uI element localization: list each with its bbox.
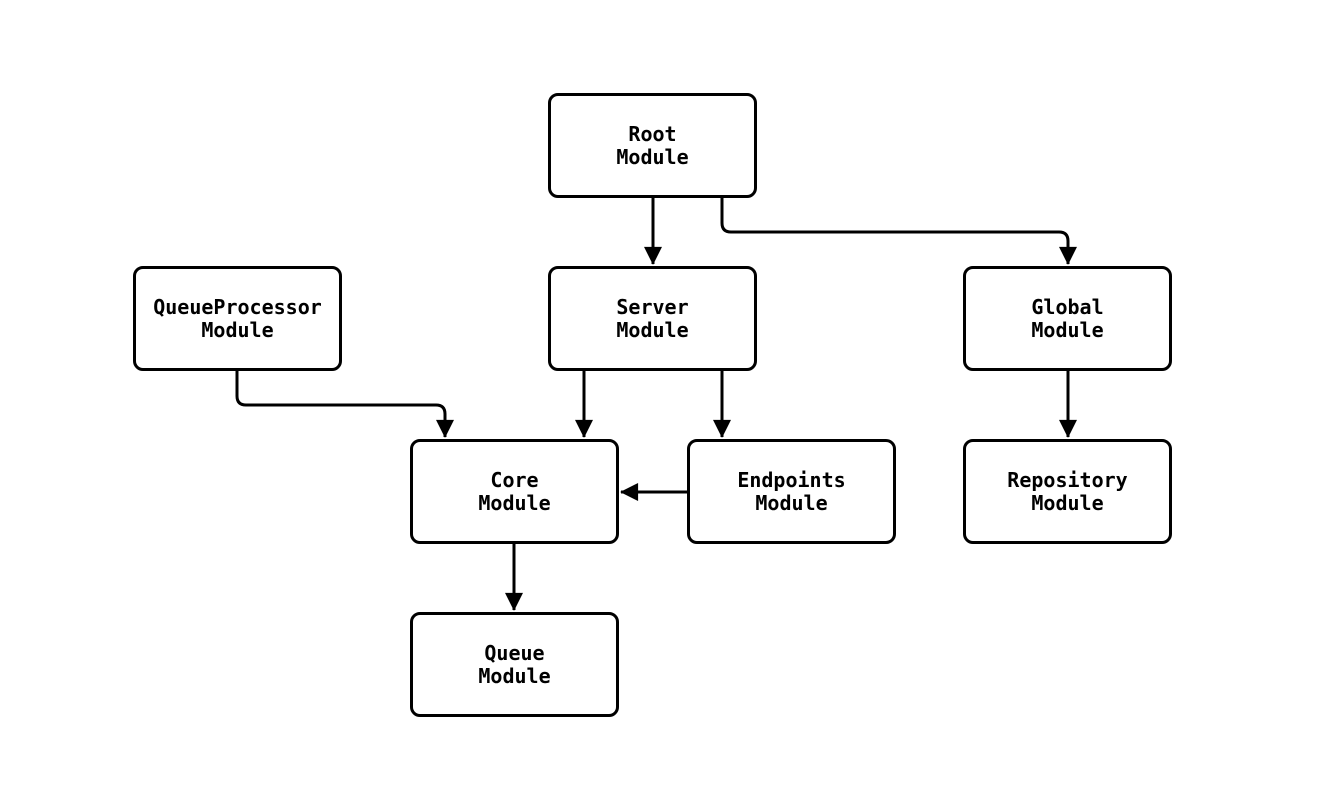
node-label-line: Repository [1007, 467, 1128, 492]
node-label-line: Core [490, 467, 539, 492]
node-label-line: Root [628, 121, 677, 146]
node-label-line: Module [755, 490, 828, 515]
node-label-line: Module [616, 144, 689, 169]
edge-root-module-to-global-module [720, 198, 1077, 265]
edges-group [235, 198, 1077, 611]
node-label-line: Endpoints [737, 467, 846, 492]
node-label-line: Module [1031, 317, 1104, 342]
edge-queueprocessor-module-to-core-module [235, 371, 454, 438]
node-label-line: Module [478, 490, 551, 515]
node-label-line: Global [1031, 294, 1104, 319]
node-label-line: Module [1031, 490, 1104, 515]
node-label-line: QueueProcessor [153, 294, 322, 319]
node-label-line: Module [478, 663, 551, 688]
node-label-line: Server [616, 294, 689, 319]
node-label-line: Module [616, 317, 689, 342]
node-label-line: Module [201, 317, 274, 342]
node-label-line: Queue [484, 640, 545, 665]
